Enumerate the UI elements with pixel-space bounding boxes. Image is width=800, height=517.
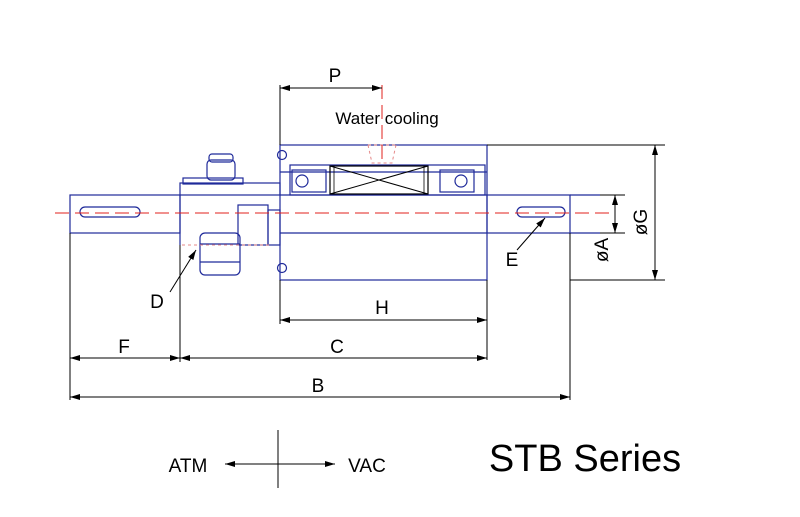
dimension-b — [70, 233, 571, 400]
bearings — [291, 169, 475, 193]
dimension-h — [279, 280, 488, 360]
label-b: B — [312, 376, 325, 397]
dimension-f-c — [69, 233, 487, 400]
label-atm: ATM — [169, 456, 208, 477]
dimension-a — [600, 194, 625, 234]
label-vac: VAC — [348, 456, 386, 477]
label-p: P — [329, 66, 342, 87]
series-title: STB Series — [489, 438, 681, 480]
dimension-p — [279, 85, 382, 145]
leader-d — [169, 249, 197, 293]
leader-e — [516, 217, 546, 251]
label-c: C — [330, 337, 344, 358]
dimension-g — [487, 144, 665, 281]
label-a: øA — [592, 238, 613, 263]
shaft-left — [69, 194, 181, 234]
label-d: D — [150, 292, 164, 313]
o-rings — [276, 149, 288, 274]
shaft-right — [486, 194, 600, 234]
label-e: E — [506, 250, 519, 271]
nut-flange — [179, 153, 281, 276]
label-water-cooling: Water cooling — [335, 109, 438, 128]
label-h: H — [375, 298, 389, 319]
atm-vac-legend — [225, 430, 335, 488]
seal-cross-section — [329, 165, 429, 195]
label-g: øG — [631, 209, 652, 235]
label-f: F — [118, 337, 130, 358]
